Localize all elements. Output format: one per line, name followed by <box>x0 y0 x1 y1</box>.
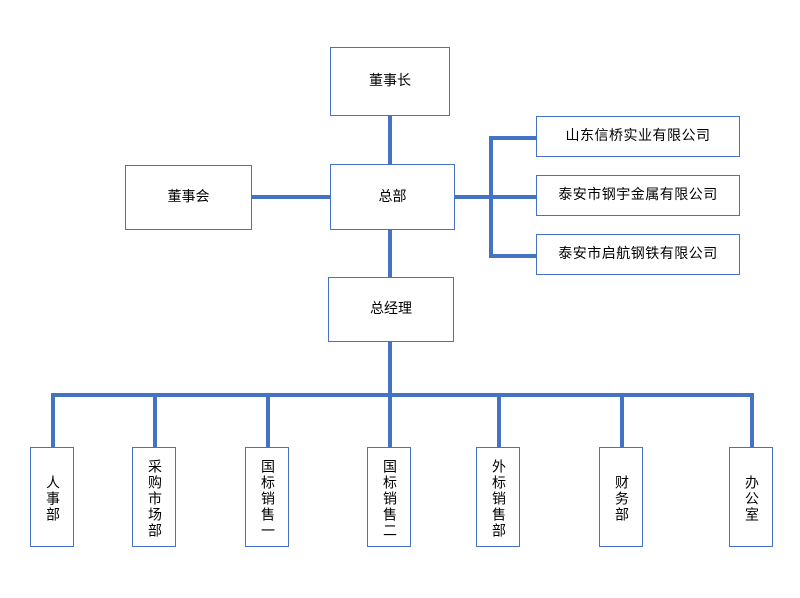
node-department-3[interactable]: 国标销售一 <box>245 447 289 547</box>
node-department-3-label: 国标销售一 <box>259 459 276 539</box>
node-board-of-directors-label: 董事会 <box>167 189 210 206</box>
node-headquarters-label: 总部 <box>378 188 407 205</box>
node-general-manager-label: 总经理 <box>370 301 412 318</box>
connector-general-manager-to-bus <box>388 341 392 397</box>
connector-branch-subsidiary-3 <box>489 254 537 258</box>
connector-drop-department-4 <box>388 393 392 447</box>
node-department-7[interactable]: 办公室 <box>729 447 773 547</box>
node-department-2[interactable]: 采购市场部 <box>132 447 176 547</box>
connector-headquarters-to-subsidiary-trunk <box>454 195 493 199</box>
connector-board-to-headquarters <box>251 195 331 199</box>
node-department-7-label: 办公室 <box>743 475 760 523</box>
node-department-4[interactable]: 国标销售二 <box>367 447 411 547</box>
connector-department-bus <box>51 393 754 397</box>
connector-chairman-to-headquarters <box>388 116 392 165</box>
connector-drop-department-1 <box>51 393 55 447</box>
node-chairman-label: 董事长 <box>369 73 411 90</box>
node-subsidiary-2[interactable]: 泰安市钢宇金属有限公司 <box>536 175 740 216</box>
node-department-2-label: 采购市场部 <box>146 459 163 539</box>
connector-headquarters-to-general-manager <box>388 229 392 278</box>
node-department-5-label: 外标销售部 <box>490 459 507 539</box>
node-subsidiary-1[interactable]: 山东信桥实业有限公司 <box>536 116 740 157</box>
connector-drop-department-7 <box>750 393 754 447</box>
connector-drop-department-2 <box>153 393 157 447</box>
connector-drop-department-6 <box>620 393 624 447</box>
node-subsidiary-1-label: 山东信桥实业有限公司 <box>565 128 711 145</box>
node-department-1[interactable]: 人事部 <box>30 447 74 547</box>
node-headquarters[interactable]: 总部 <box>330 164 455 230</box>
connector-drop-department-3 <box>266 393 270 447</box>
node-department-6-label: 财务部 <box>613 475 630 523</box>
node-board-of-directors[interactable]: 董事会 <box>125 165 252 230</box>
node-department-1-label: 人事部 <box>44 475 61 523</box>
connector-branch-subsidiary-2 <box>489 195 537 199</box>
node-chairman[interactable]: 董事长 <box>330 47 450 116</box>
node-department-5[interactable]: 外标销售部 <box>476 447 520 547</box>
node-subsidiary-3-label: 泰安市启航钢铁有限公司 <box>558 246 718 263</box>
connector-drop-department-5 <box>497 393 501 447</box>
node-general-manager[interactable]: 总经理 <box>328 277 454 342</box>
node-department-6[interactable]: 财务部 <box>599 447 643 547</box>
node-subsidiary-2-label: 泰安市钢宇金属有限公司 <box>558 187 718 204</box>
connector-branch-subsidiary-1 <box>489 136 537 140</box>
node-subsidiary-3[interactable]: 泰安市启航钢铁有限公司 <box>536 234 740 275</box>
node-department-4-label: 国标销售二 <box>381 459 398 539</box>
